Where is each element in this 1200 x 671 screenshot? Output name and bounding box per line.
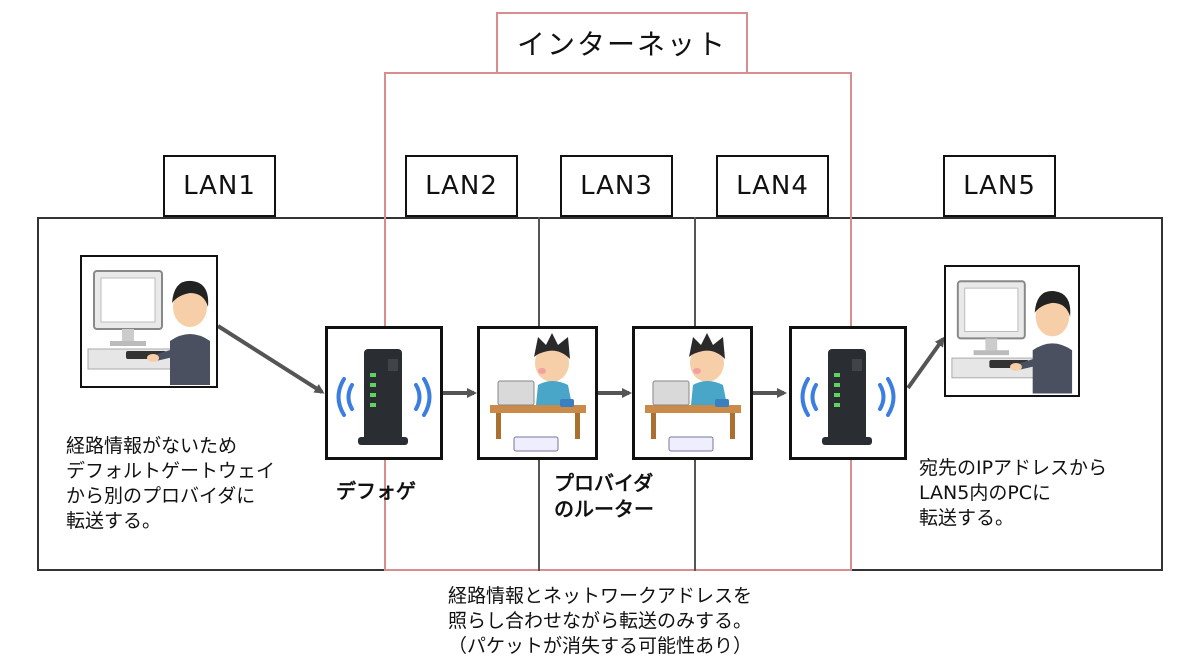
left-note-line: 経路情報がないため <box>66 435 238 457</box>
bottom-note-line: 照らし合わせながら転送のみする。 <box>447 610 752 632</box>
left-note: 経路情報がないため デフォルトゲートウェイ から別のプロバイダに 転送する。 <box>66 434 275 534</box>
gateway-label: デフォゲ <box>336 479 416 503</box>
left-note-line: から別のプロバイダに <box>66 485 256 507</box>
person-at-laptop-icon <box>490 333 586 452</box>
arrow-icon <box>216 324 945 398</box>
pc-user-picture-left <box>80 255 218 388</box>
bottom-note: 経路情報とネットワークアドレスを 照らし合わせながら転送のみする。 （パケットが… <box>380 584 820 659</box>
lan-label: LAN3 <box>560 155 673 217</box>
right-note-line: LAN5内のPCに <box>919 482 1052 504</box>
wifi-router-icon <box>336 349 432 445</box>
internet-label: インターネット <box>496 12 748 74</box>
provider-label: プロバイダ のルーター <box>554 470 654 522</box>
provider-router-node <box>477 326 598 460</box>
person-at-computer-icon <box>951 280 1073 394</box>
provider-label-line: のルーター <box>554 497 654 521</box>
provider-label-line: プロバイダ <box>554 471 654 495</box>
pc-user-picture-right <box>944 265 1080 397</box>
lan4-router-node <box>789 326 907 460</box>
right-note-line: 転送する。 <box>919 507 1015 529</box>
lan-label: LAN2 <box>405 155 518 217</box>
bottom-note-line: 経路情報とネットワークアドレスを <box>447 585 752 607</box>
right-note-line: 宛先のIPアドレスから <box>919 457 1108 479</box>
gateway-router-node <box>325 326 443 460</box>
provider-router-node <box>632 326 753 460</box>
lan-label: LAN4 <box>716 155 829 217</box>
bottom-note-line: （パケットが消失する可能性あり） <box>447 635 752 657</box>
person-at-computer-icon <box>87 270 210 385</box>
lan-label: LAN1 <box>163 155 276 217</box>
wifi-router-icon <box>800 349 896 445</box>
left-note-line: 転送する。 <box>66 510 162 532</box>
right-note: 宛先のIPアドレスから LAN5内のPCに 転送する。 <box>919 456 1107 531</box>
lan-label: LAN5 <box>943 155 1056 217</box>
person-at-laptop-icon <box>645 333 741 452</box>
left-note-line: デフォルトゲートウェイ <box>66 460 276 482</box>
